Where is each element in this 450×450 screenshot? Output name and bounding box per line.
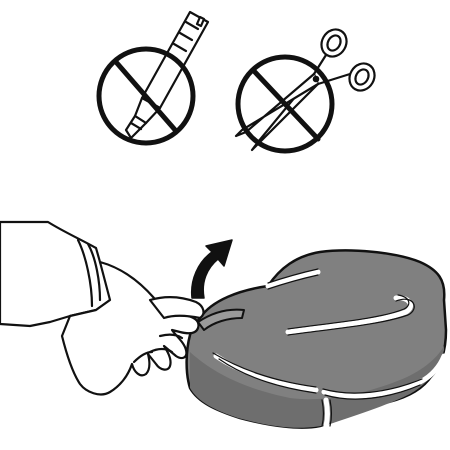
curved-arrow-up-icon bbox=[192, 240, 232, 298]
no-scissors-sign bbox=[236, 25, 379, 151]
hand-icon bbox=[0, 222, 203, 394]
wrapped-package-icon bbox=[187, 250, 446, 427]
no-knife-sign bbox=[99, 12, 208, 143]
